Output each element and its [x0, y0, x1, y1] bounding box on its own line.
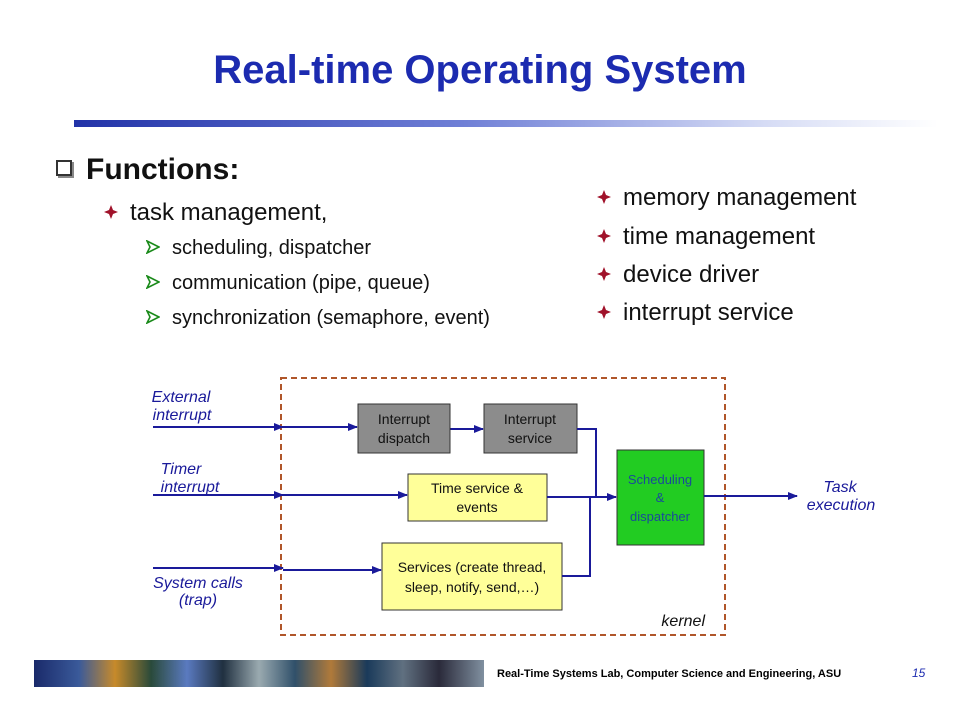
interrupt-dispatch-box — [357, 403, 451, 454]
list-item-memory-management: memory management — [597, 184, 856, 212]
list-item-time-management: time management — [597, 223, 815, 251]
interrupt-dispatch-label-line1: Interrupt — [378, 411, 430, 427]
arrow-bullet-icon — [146, 240, 160, 254]
page-number: 15 — [912, 666, 926, 680]
scheduling-label-line1: Scheduling — [628, 472, 692, 487]
interrupt-service-box — [483, 403, 578, 454]
device-driver-label: device driver — [623, 261, 760, 288]
time-management-label: time management — [623, 223, 816, 250]
list-item-task-management: task management, — [104, 199, 327, 227]
task-management-label: task management, — [130, 199, 328, 226]
services-label-line2: sleep, notify, send,…) — [405, 579, 539, 595]
system-calls-label-line1: System calls — [153, 575, 243, 592]
scheduling-label-line2: & — [656, 490, 665, 505]
arrow-bullet-icon — [146, 275, 160, 289]
scheduling-label-line3: dispatcher — [630, 509, 691, 524]
footer-image-strip — [34, 660, 484, 687]
diamond-star-bullet-icon — [597, 229, 611, 243]
subitem-communication-label: communication (pipe, queue) — [172, 272, 430, 294]
time-service-label-line1: Time service & — [431, 480, 524, 496]
functions-heading: Functions: — [56, 153, 239, 187]
functions-heading-text: Functions: — [86, 153, 240, 186]
subitem-scheduling: scheduling, dispatcher — [146, 237, 371, 260]
subitem-synchronization: synchronization (semaphore, event) — [146, 307, 490, 330]
checkbox-bullet-icon — [56, 160, 72, 176]
scheduling-dispatcher-box — [616, 449, 705, 546]
interrupt-service-label: interrupt service — [623, 299, 794, 326]
diamond-star-bullet-icon — [104, 205, 118, 219]
time-service-box — [407, 473, 548, 522]
interrupt-service-label-line1: Interrupt — [504, 411, 556, 427]
list-item-device-driver: device driver — [597, 261, 759, 289]
kernel-label: kernel — [661, 613, 705, 630]
external-interrupt-label-line2: interrupt — [153, 407, 212, 424]
kernel-boundary — [280, 377, 726, 636]
footer-text: Real-Time Systems Lab, Computer Science … — [497, 668, 842, 680]
time-service-label-line2: events — [456, 499, 497, 515]
title-underline — [74, 120, 938, 127]
task-execution-label-line1: Task — [823, 479, 857, 496]
task-execution-label-line2: execution — [807, 497, 876, 514]
external-interrupt-label-line1: External — [152, 389, 211, 406]
diamond-star-bullet-icon — [597, 190, 611, 204]
diamond-star-bullet-icon — [597, 305, 611, 319]
timer-interrupt-label-line2: interrupt — [161, 479, 220, 496]
diamond-star-bullet-icon — [597, 267, 611, 281]
interrupt-service-label-line2: service — [508, 430, 553, 446]
interrupt-dispatch-label-line2: dispatch — [378, 430, 430, 446]
slide-title: Real-time Operating System — [213, 48, 747, 92]
subitem-communication: communication (pipe, queue) — [146, 272, 430, 295]
services-connector — [562, 497, 591, 577]
services-box — [381, 542, 563, 611]
subitem-scheduling-label: scheduling, dispatcher — [172, 237, 372, 259]
services-label-line1: Services (create thread, — [398, 559, 547, 575]
list-item-interrupt-service: interrupt service — [597, 299, 794, 327]
timer-interrupt-label-line1: Timer — [161, 461, 202, 478]
subitem-synchronization-label: synchronization (semaphore, event) — [172, 307, 490, 329]
arrow-bullet-icon — [146, 310, 160, 324]
system-calls-label-line2: (trap) — [179, 592, 217, 609]
memory-management-label: memory management — [623, 184, 857, 211]
interrupt-service-connector — [577, 428, 597, 497]
